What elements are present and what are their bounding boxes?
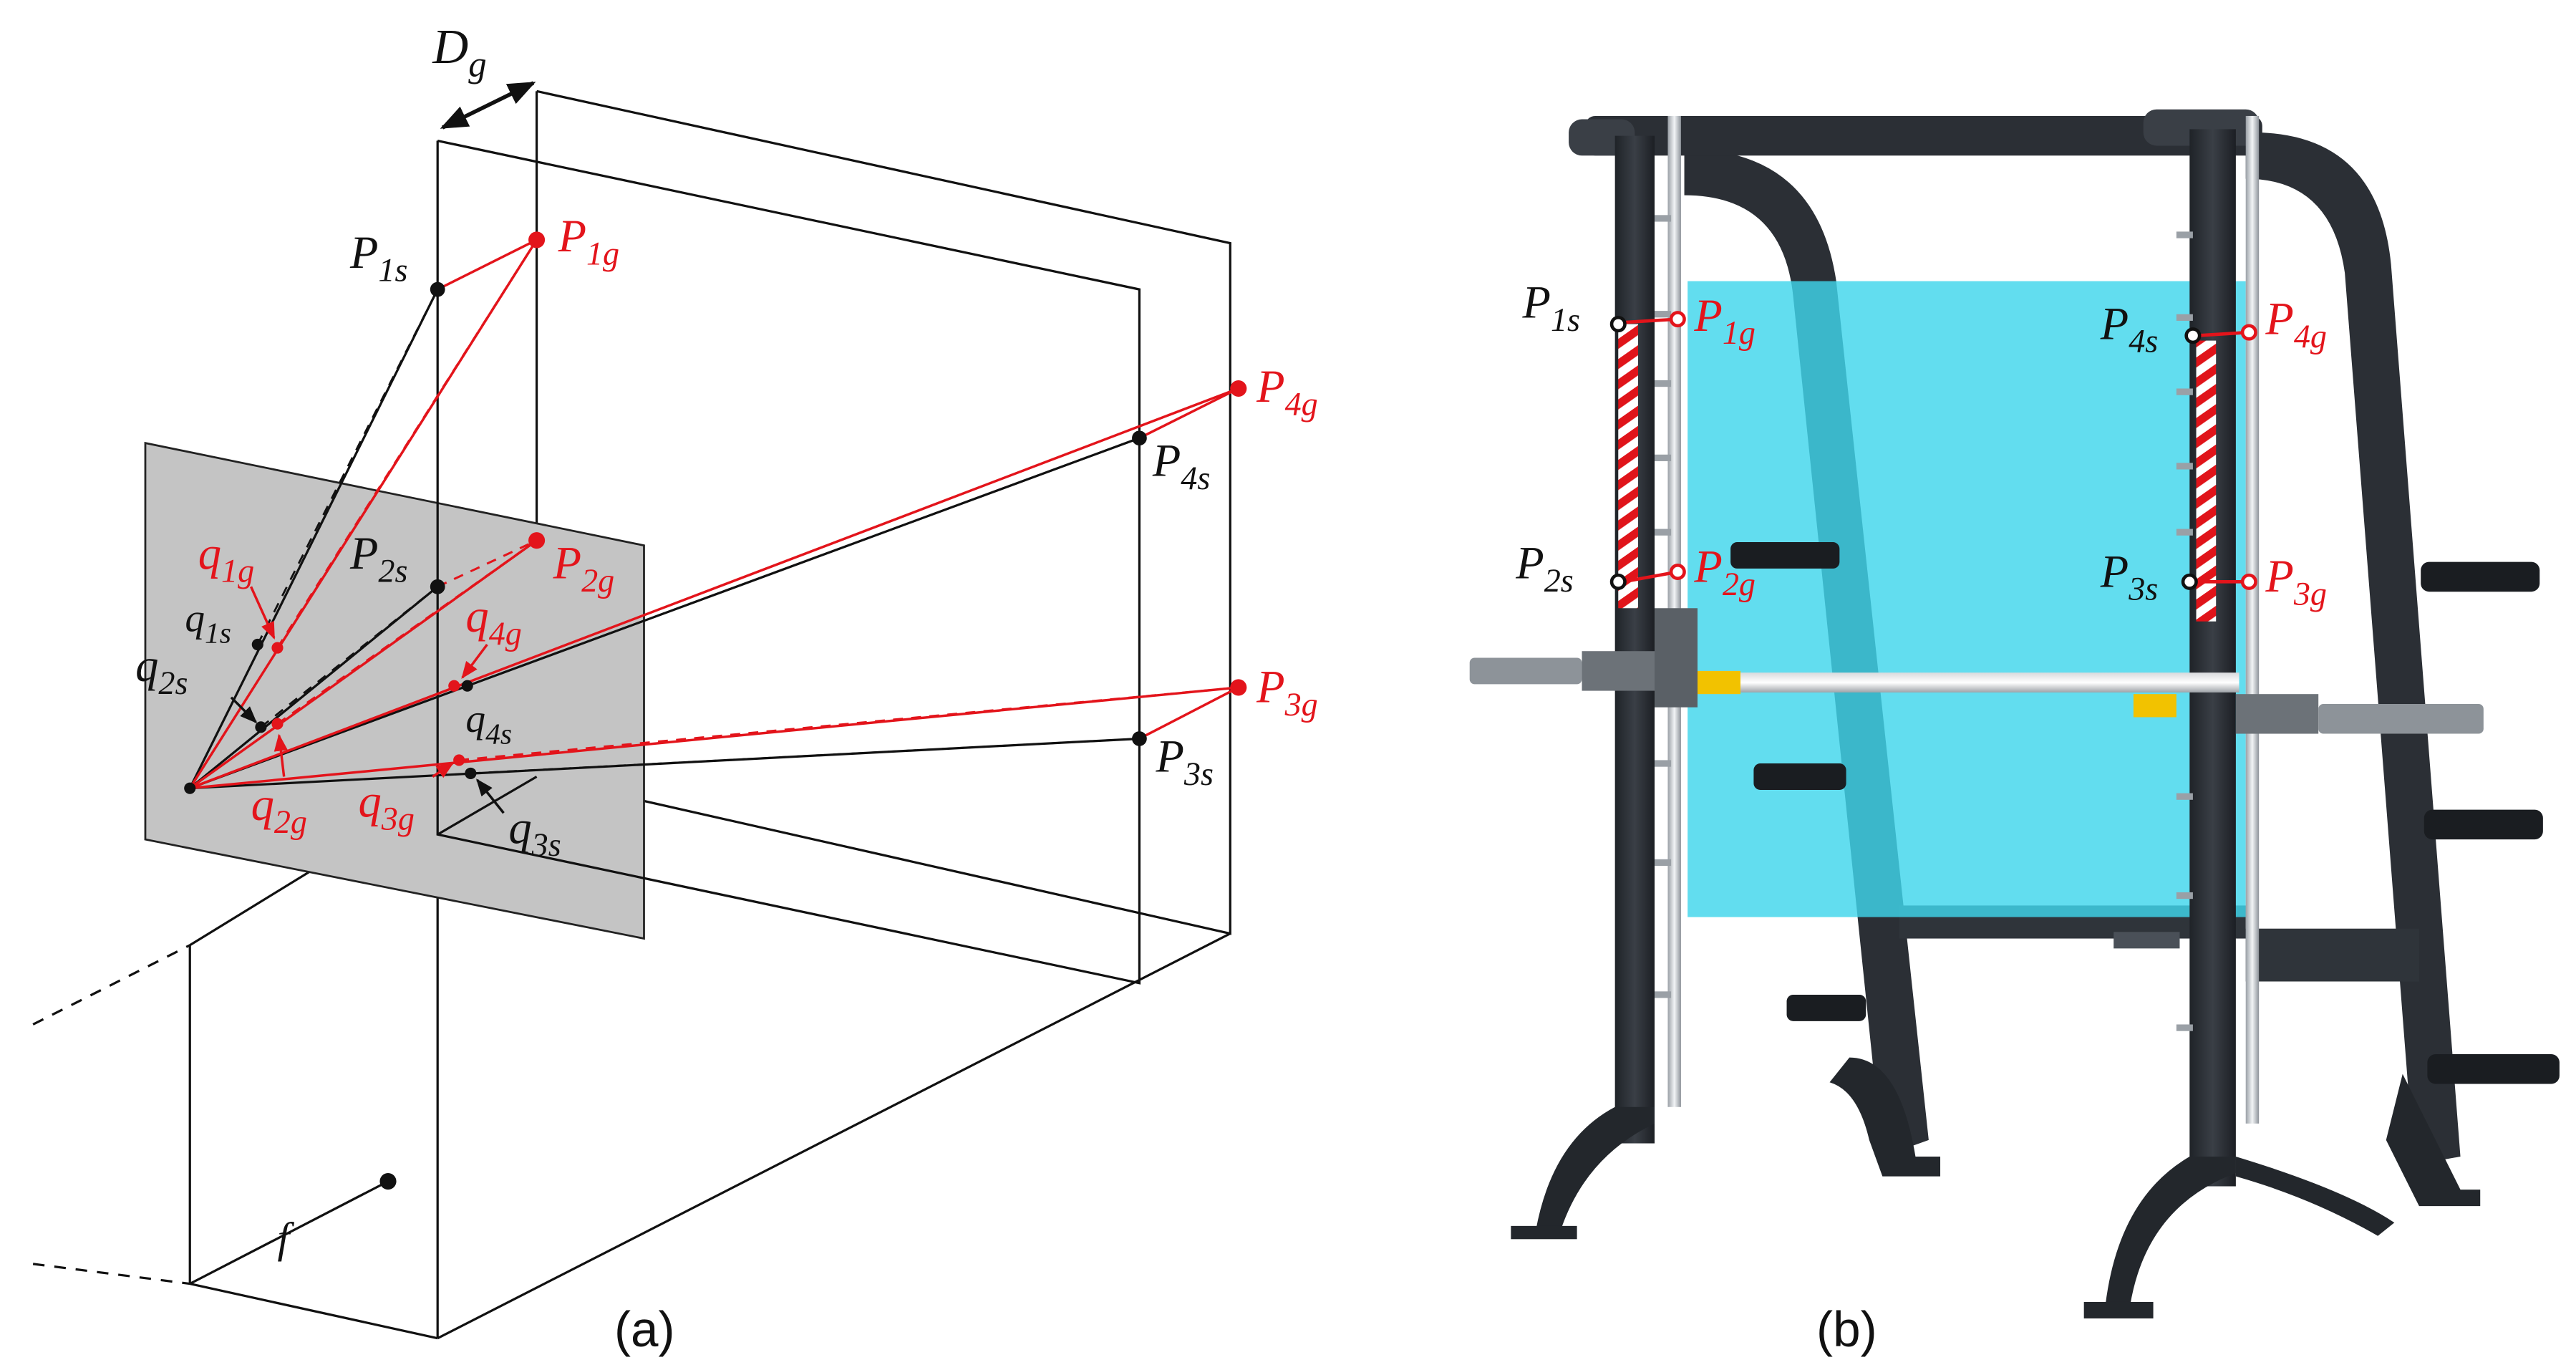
marker-p4s (2184, 327, 2202, 344)
rod-pins (1655, 215, 2193, 1031)
label-plate (2113, 932, 2180, 949)
barbell-sleeve-left (1469, 657, 1582, 685)
point-q1s (251, 638, 263, 651)
pointer-arrows (230, 586, 505, 814)
label-q2s: q2s (135, 640, 188, 701)
rear-upright-right (2245, 132, 2461, 1165)
point-q1g (271, 642, 284, 654)
marker-p3g (2240, 573, 2257, 590)
point-p3g (1230, 679, 1247, 696)
label-p4g: P4g (1256, 360, 1318, 422)
label-b-p3s: P3s (2100, 545, 2158, 607)
point-p1g (528, 231, 546, 249)
point-q3s (465, 767, 477, 779)
label-p2s: P2s (349, 527, 407, 589)
side-bar-right (2245, 928, 2419, 982)
point-q3g (453, 754, 465, 766)
focal-point (379, 1173, 397, 1190)
front-upright-right (2189, 129, 2236, 1187)
weight-horns (1730, 541, 2560, 1084)
label-b-p4g: P4g (2265, 292, 2327, 354)
label-b-p2g: P2g (1693, 540, 1756, 602)
label-q4s: q4s (465, 697, 512, 750)
label-b-p1g: P1g (1693, 289, 1756, 351)
label-q2g: q2g (251, 778, 307, 839)
marker-p1s (1609, 316, 1627, 333)
front-foot-right (2105, 1156, 2236, 1306)
panel-b: P1s P1g P2s P2g P4s P4g P3s P3g (b) (1469, 109, 2560, 1357)
point-camera (184, 782, 196, 794)
front-bottom-arc-right (2235, 1156, 2395, 1236)
front-foot-left (1535, 1106, 1655, 1231)
label-q3s: q3s (508, 801, 561, 863)
barbell-yellow-left (1697, 670, 1740, 695)
marker-p2g (1669, 563, 1686, 581)
label-b-p3g: P3g (2265, 550, 2327, 612)
label-q1s: q1s (185, 597, 231, 650)
point-p1s (430, 281, 445, 297)
caption-b: (b) (1816, 1301, 1877, 1357)
label-b-p1s: P1s (1522, 276, 1580, 337)
marker-p4g (2240, 324, 2257, 341)
point-q2g (271, 718, 284, 730)
dg-arrow (440, 81, 536, 130)
glass-panel (1688, 281, 2246, 917)
marker-p1g (1669, 311, 1686, 328)
point-q2s (255, 721, 267, 733)
marker-p3s (2181, 573, 2198, 590)
panel-a: f Dg (32, 19, 1318, 1357)
label-p4s: P4s (1152, 435, 1210, 496)
label-q4g: q4g (465, 590, 521, 652)
caption-a: (a) (614, 1301, 675, 1357)
panel-a-labels: P1s P1g P2s P2g P4g P4s P3g P3s q1g q1s … (135, 210, 1318, 863)
front-foot-pad-right (2083, 1301, 2154, 1319)
label-p1g: P1g (558, 210, 620, 271)
image-plane (144, 441, 645, 940)
stripe-marker-left (1618, 324, 1638, 609)
barbell-yellow-right (2133, 694, 2176, 718)
stripe-marker-right (2196, 340, 2217, 622)
marker-p2s (1609, 573, 1627, 590)
front-upright-left (1614, 135, 1655, 1144)
dg-label: Dg (432, 19, 486, 84)
point-p4s (1132, 430, 1147, 446)
point-p2g (528, 532, 546, 549)
barbell-shaft (1677, 672, 2240, 693)
label-p3s: P3s (1155, 730, 1213, 792)
point-p4g (1230, 380, 1247, 397)
point-q4s (461, 680, 473, 692)
label-q1g: q1g (198, 527, 254, 589)
front-foot-pad-left (1511, 1225, 1577, 1240)
rear-foot-left (1829, 1057, 1941, 1177)
panel-b-labels: P1s P1g P2s P2g P4s P4g P3s P3g (1515, 276, 2327, 612)
focal-label: f (277, 1215, 294, 1262)
guide-rod-right (2245, 115, 2260, 1124)
barbell-sleeve-right (2318, 704, 2484, 734)
label-p2g: P2g (553, 537, 615, 599)
label-b-p4s: P4s (2100, 297, 2158, 359)
point-p2s (430, 579, 445, 594)
label-q3g: q3g (358, 775, 414, 836)
barbell-collar-right (2235, 694, 2319, 734)
screen-rays-hidden (256, 289, 1140, 775)
glass-points (271, 231, 1247, 766)
label-p1s: P1s (349, 226, 407, 288)
rear-foot-right (2386, 1074, 2481, 1207)
label-p3g: P3g (1256, 661, 1318, 723)
top-crossbar (1585, 115, 2262, 156)
screen-points (184, 281, 1147, 794)
panel-b-markers (1609, 311, 2257, 590)
hook-left (1655, 608, 1698, 708)
glass-rays-hidden (276, 239, 1239, 761)
point-p3s (1132, 731, 1147, 746)
label-b-p2s: P2s (1515, 537, 1573, 599)
screen-plane (436, 139, 1141, 985)
point-q4g (448, 680, 460, 692)
